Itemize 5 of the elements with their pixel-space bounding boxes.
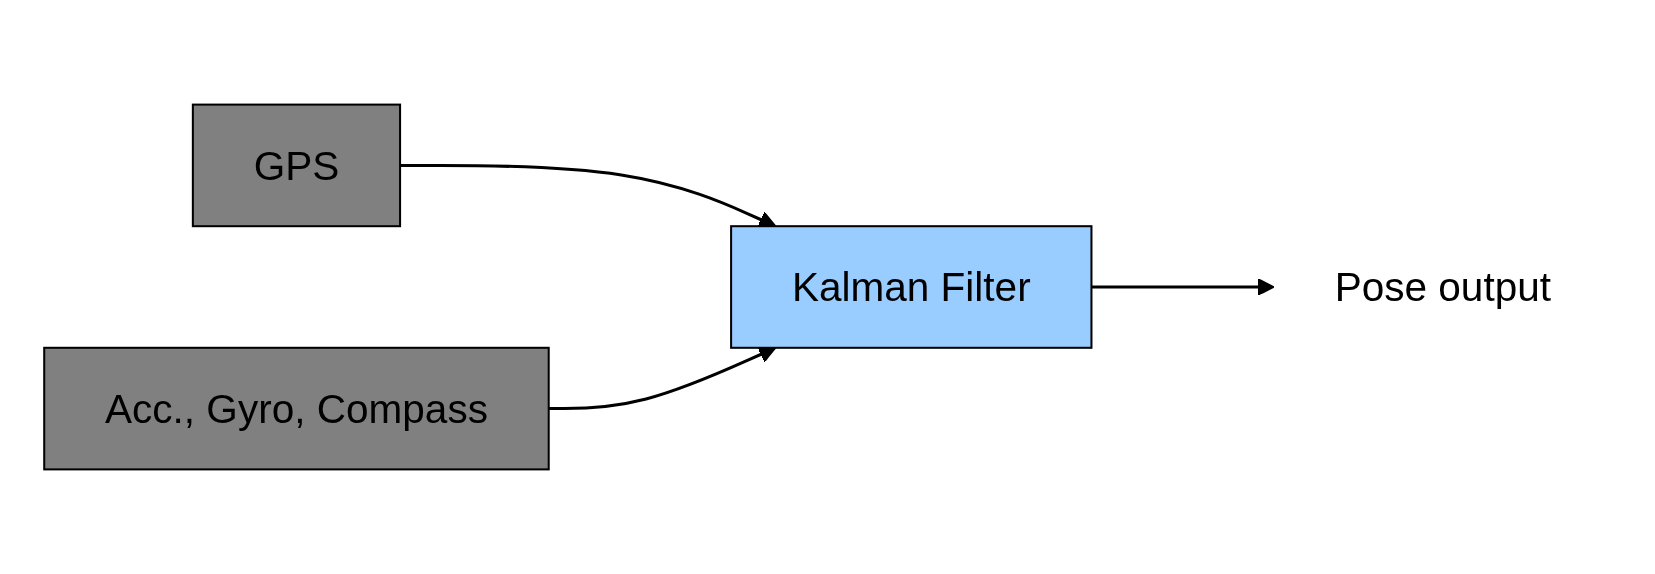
- arrow: [1090, 278, 1275, 296]
- node-box: Acc., Gyro, Compass: [42, 346, 550, 471]
- node-box: Kalman Filter: [729, 225, 1092, 349]
- node-box: GPS: [191, 103, 401, 228]
- node-text: Pose output: [1334, 264, 1551, 310]
